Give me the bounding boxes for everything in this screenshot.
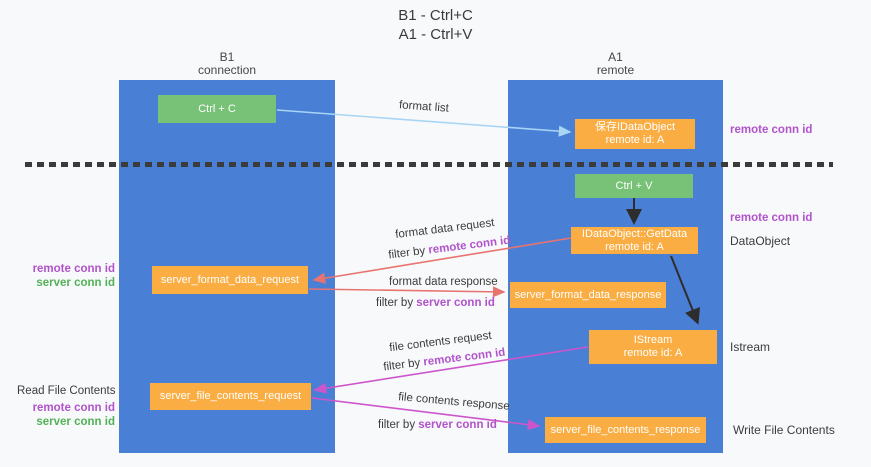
right-label-write-file-contents: Write File Contents xyxy=(733,424,835,437)
label-text: filter by xyxy=(376,297,417,309)
label-text: Read File Contents xyxy=(17,385,116,397)
label-server-conn-id: server conn id xyxy=(416,297,495,309)
column-a1-subtitle: remote xyxy=(596,63,635,77)
label-format-data-response: format data response xyxy=(389,276,498,288)
box-ctrl-c-label: Ctrl + C xyxy=(198,102,236,115)
label-format-list: format list xyxy=(399,99,450,114)
box-line: remote id: A xyxy=(605,134,665,146)
right-label-remote-conn-id: remote conn id xyxy=(730,124,812,137)
left-label-remote-conn-id: remote conn id xyxy=(17,263,115,276)
box-label: server_format_data_request xyxy=(160,273,300,286)
label-text: remote conn id xyxy=(730,212,813,224)
right-label-remote-conn-id-2: remote conn id xyxy=(730,212,812,225)
right-label-istream: Istream xyxy=(730,341,770,354)
column-header-b1: B1 connection xyxy=(119,51,335,77)
label-text: filter by xyxy=(387,244,430,262)
box-line: remote id: A xyxy=(623,347,683,359)
label-file-contents-response: file contents response xyxy=(398,391,510,413)
label-filter-by-server-conn-id: filter by server conn id xyxy=(376,297,495,309)
column-b1-subtitle: connection xyxy=(197,63,257,77)
box-line: remote id: A xyxy=(605,240,664,253)
label-remote-conn-id: remote conn id xyxy=(422,346,506,369)
box-ctrl-v: Ctrl + V xyxy=(575,174,693,198)
box-label: server_format_data_response xyxy=(514,288,662,301)
label-text: Write File Contents xyxy=(733,423,835,437)
left-label-remote-conn-id-2: remote conn id xyxy=(17,402,115,415)
label-text: filter by xyxy=(378,419,419,431)
box-idataobject-getdata: IDataObject::GetData remote id: A xyxy=(571,227,698,254)
box-line: IDataObject::GetData xyxy=(581,227,688,240)
title-line-1: B1 - Ctrl+C xyxy=(398,7,473,24)
box-server-format-data-request: server_format_data_request xyxy=(152,266,308,294)
box-label: server_file_contents_request xyxy=(159,390,302,402)
label-text: remote conn id xyxy=(730,124,813,136)
diagram-title: B1 - Ctrl+C A1 - Ctrl+V xyxy=(0,6,871,44)
label-text: filter by xyxy=(382,356,425,374)
label-text: format list xyxy=(398,99,450,115)
label-server-conn-id: server conn id xyxy=(418,419,497,431)
box-server-file-contents-request: server_file_contents_request xyxy=(150,383,311,410)
box-ctrl-v-label: Ctrl + V xyxy=(615,179,653,192)
label-remote-conn-id: remote conn id xyxy=(427,234,511,257)
box-save-dataobject: 保存IDataObject remote id: A xyxy=(575,119,695,149)
left-label-read-file-contents: Read File Contents xyxy=(17,385,115,398)
box-line: 保存IDataObject xyxy=(594,121,676,133)
box-istream: IStream remote id: A xyxy=(589,330,717,364)
label-text: remote conn id xyxy=(32,263,115,275)
left-label-server-conn-id: server conn id xyxy=(17,277,115,290)
label-text: file contents response xyxy=(397,391,511,413)
box-server-format-data-response: server_format_data_response xyxy=(510,282,666,308)
box-label: server_file_contents_response xyxy=(550,423,701,436)
label-text: remote conn id xyxy=(32,402,115,414)
column-a1-name: A1 xyxy=(608,50,623,64)
box-ctrl-c: Ctrl + C xyxy=(158,95,276,123)
label-text: format data response xyxy=(389,276,498,288)
box-line: IStream xyxy=(633,334,673,346)
label-text: server conn id xyxy=(36,277,115,289)
column-header-a1: A1 remote xyxy=(508,51,723,77)
box-server-file-contents-response: server_file_contents_response xyxy=(545,417,706,443)
title-line-2: A1 - Ctrl+V xyxy=(398,26,473,43)
left-label-server-conn-id-2: server conn id xyxy=(17,416,115,429)
label-filter-by-server-conn-id-2: filter by server conn id xyxy=(378,419,497,431)
dashed-separator-line xyxy=(25,162,833,167)
label-text: Istream xyxy=(730,340,771,354)
arrow-format-data-response xyxy=(308,286,506,298)
column-b1-name: B1 xyxy=(219,50,235,64)
label-text: server conn id xyxy=(36,416,115,428)
right-label-dataobject: DataObject xyxy=(730,235,790,248)
label-text: DataObject xyxy=(730,234,791,248)
